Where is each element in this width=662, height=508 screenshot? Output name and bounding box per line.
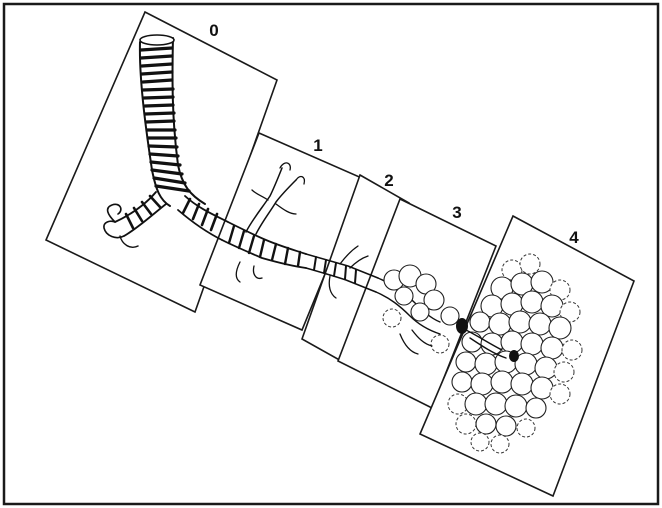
panel-4-label: 4	[569, 228, 579, 247]
panel-2-label: 2	[384, 171, 393, 190]
panel-1-label: 1	[313, 136, 322, 155]
panel-0-label: 0	[209, 21, 218, 40]
panel-3-label: 3	[452, 203, 461, 222]
